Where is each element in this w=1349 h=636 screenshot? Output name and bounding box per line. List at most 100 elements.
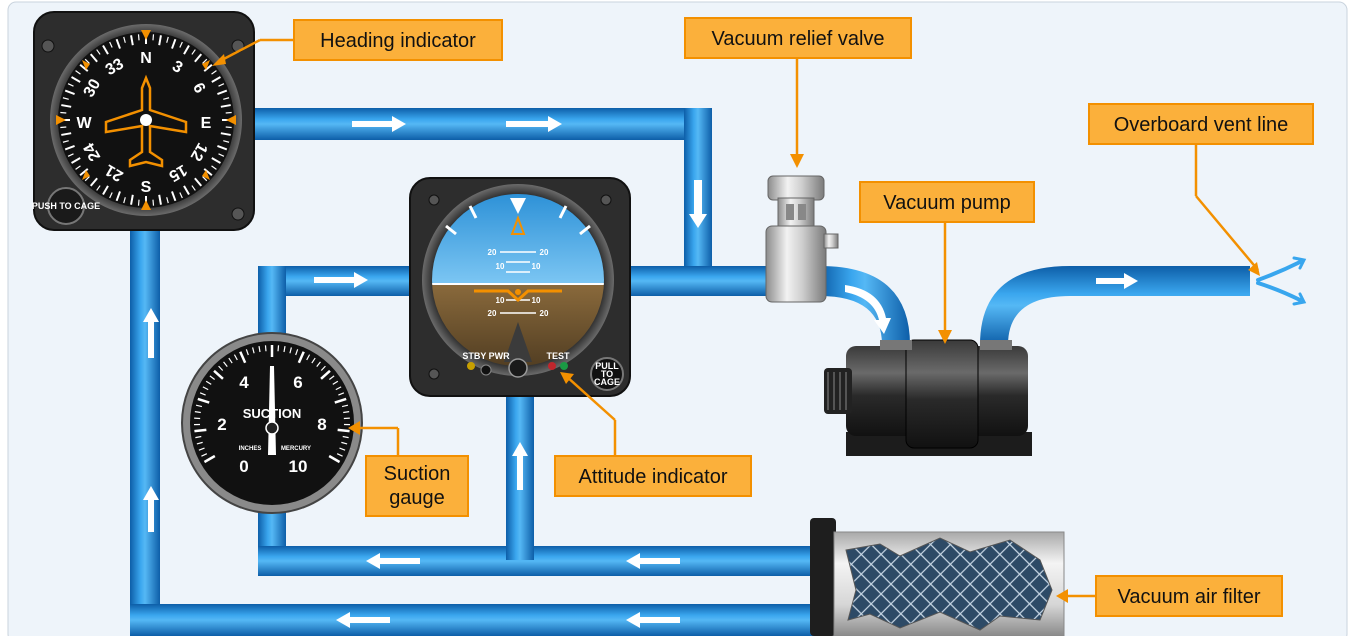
suction-tick	[199, 392, 206, 396]
heading-tick	[152, 199, 155, 206]
callout-vacuum-relief-valve-text: Vacuum relief valve	[711, 28, 884, 50]
callout-leaders	[212, 38, 1260, 603]
heading-tick	[202, 176, 208, 182]
suction-8: 8	[317, 415, 326, 434]
pump-housing	[905, 339, 979, 449]
flow-arrow	[366, 553, 420, 569]
suction-tick	[203, 454, 216, 464]
suction-2: 2	[217, 415, 226, 434]
attitude-pitch-numerals: 20 20 10 10 10 10 20 20	[488, 248, 549, 318]
heading-tick	[130, 35, 134, 46]
heading-tick	[225, 111, 232, 114]
heading-tick	[75, 165, 81, 170]
callout-vacuum-pump-text: Vacuum pump	[883, 192, 1010, 214]
heading-tick	[183, 185, 190, 195]
suction-6: 6	[293, 373, 302, 392]
callout-attitude-indicator: Attitude indicator	[554, 455, 752, 497]
callout-heading-indicator: Heading indicator	[293, 19, 503, 61]
screw	[41, 39, 55, 53]
vacuum-pump	[824, 339, 1032, 456]
suction-10: 10	[289, 457, 308, 476]
heading-tick	[102, 45, 109, 55]
index-triangle	[510, 198, 526, 214]
attitude-indicator: 20 20 10 10 10 10 20 20 STBY PWR TEST PU…	[409, 177, 631, 397]
suction-tick	[328, 454, 341, 464]
pipe-return-inner	[258, 546, 818, 576]
heading-center	[140, 114, 152, 126]
stby-pwr-label: STBY PWR	[462, 351, 510, 361]
suction-tick	[316, 361, 321, 367]
heading-tick	[137, 199, 140, 206]
heading-24: 24	[81, 140, 105, 164]
adjust-knob[interactable]	[508, 358, 528, 378]
test-light-green	[560, 362, 568, 370]
heading-tick	[194, 177, 203, 187]
heading-tick	[171, 38, 177, 49]
heading-tick	[130, 194, 134, 205]
suction-tick	[194, 411, 201, 414]
heading-tick	[115, 38, 121, 49]
heading-30: 30	[81, 76, 105, 100]
heading-tick	[202, 58, 208, 64]
flow-arrow	[1096, 273, 1138, 289]
suction-tick	[332, 380, 339, 385]
heading-tick	[152, 34, 155, 41]
suction-0: 0	[239, 457, 248, 476]
heading-tick	[158, 35, 162, 46]
suction-unit-left: INCHES	[239, 446, 262, 452]
suction-tick	[343, 411, 350, 414]
heading-tick	[223, 97, 230, 100]
heading-12: 12	[187, 140, 211, 164]
test-light-red	[548, 362, 556, 370]
suction-tick	[341, 441, 348, 445]
suction-tick	[198, 447, 205, 451]
suction-ticks	[194, 345, 350, 464]
suction-tick	[223, 361, 228, 367]
suction-tick	[233, 354, 238, 361]
heading-knob-label: PUSH TO CAGE	[32, 201, 100, 211]
suction-tick	[202, 386, 209, 391]
pitch-label: 20	[540, 248, 549, 257]
flow-arrow	[506, 116, 562, 132]
filter-element	[845, 537, 1053, 631]
sky-pointer	[510, 215, 526, 235]
heading-tick	[109, 41, 113, 48]
heading-tick	[75, 70, 81, 75]
pitch-label: 20	[540, 309, 549, 318]
heading-w: W	[76, 115, 92, 132]
heading-tick	[203, 63, 213, 72]
miniature-airplane	[474, 289, 562, 303]
heading-tick	[62, 97, 69, 100]
pull-to-cage-label-1: PULL	[595, 361, 619, 371]
stby-pwr-switch[interactable]	[480, 364, 492, 376]
heading-cage-knob[interactable]	[47, 187, 85, 225]
callout-heading-indicator-text: Heading indicator	[320, 30, 476, 52]
flow-arrow	[845, 285, 891, 334]
screw	[231, 207, 245, 221]
heading-tick	[60, 111, 67, 114]
suction-tick	[201, 453, 208, 457]
pipe-top	[250, 108, 710, 140]
pull-to-cage-label-2: TO	[601, 369, 613, 379]
suction-numerals: 0 2 4 6 8 10	[217, 373, 326, 476]
pitch-label: 10	[532, 262, 541, 271]
heading-tick	[183, 45, 190, 55]
heading-tick	[225, 126, 232, 129]
suction-tick	[239, 351, 247, 364]
suction-tick	[341, 404, 349, 408]
suction-tick	[338, 392, 345, 396]
pitch-label: 10	[532, 296, 541, 305]
heading-tick	[158, 194, 162, 205]
pull-to-cage-knob[interactable]	[590, 357, 624, 391]
screw	[428, 368, 440, 380]
heading-15: 15	[166, 161, 190, 185]
heading-s: S	[141, 179, 152, 196]
suction-tick	[320, 369, 331, 380]
heading-tick	[137, 34, 140, 41]
heading-tick	[84, 58, 90, 64]
pitch-label: 20	[488, 309, 497, 318]
heading-tick	[166, 197, 169, 204]
callout-suction-gauge: Suction gauge	[365, 455, 469, 517]
suction-tick	[335, 386, 342, 391]
